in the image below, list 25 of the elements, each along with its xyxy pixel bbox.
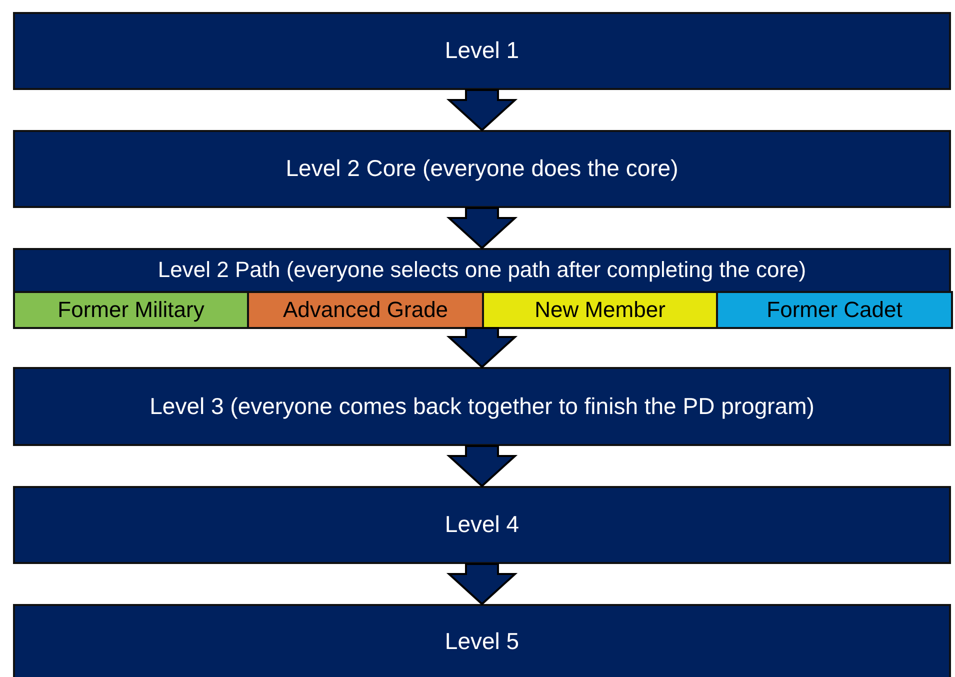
option-label: Advanced Grade	[282, 296, 448, 324]
level-box	[13, 130, 951, 208]
option-label: New Member	[534, 296, 666, 324]
option-label: Former Cadet	[766, 296, 902, 324]
block-arrow	[446, 445, 518, 488]
path-option-box	[716, 291, 953, 329]
block-arrow	[446, 563, 518, 606]
path-option-box	[247, 291, 484, 329]
level-box	[13, 604, 951, 677]
level-box	[13, 248, 951, 328]
option-label: Former Military	[58, 296, 204, 324]
block-arrow	[446, 327, 518, 368]
block-arrow	[446, 89, 518, 132]
level-label: Level 3 (everyone comes back together to finish the PD program)	[150, 392, 814, 420]
level-label: Level 2 Path (everyone selects one path after completing the core)	[158, 257, 806, 284]
block-arrow	[446, 207, 518, 250]
level-label: Level 5	[444, 628, 520, 656]
level-label: Level 4	[444, 511, 520, 539]
level-box	[13, 367, 951, 446]
level-label: Level 2 Core (everyone does the core)	[286, 155, 678, 183]
level-box	[13, 486, 951, 564]
level-box	[13, 12, 951, 90]
level-label: Level 1	[444, 37, 520, 65]
path-option-box	[482, 291, 718, 329]
path-option-box	[13, 291, 249, 329]
